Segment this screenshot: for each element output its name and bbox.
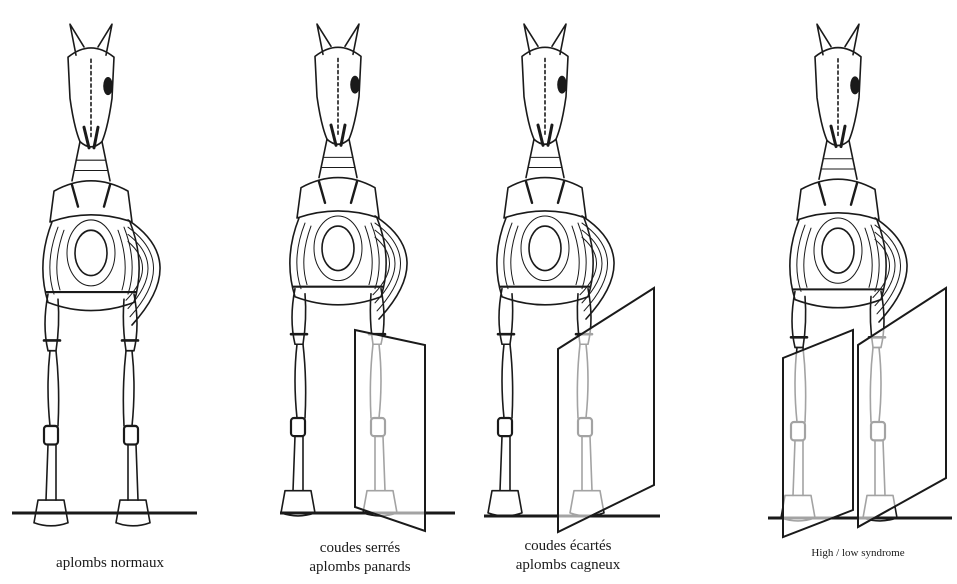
- caption-line: High / low syndrome: [768, 544, 948, 563]
- horse-coudes-serres-illustration: [280, 24, 455, 531]
- caption-aplombs-normaux: aplombs normaux: [20, 554, 200, 573]
- reference-plane-left-icon: [783, 330, 853, 537]
- caption-coudes-ecartes: coudes écartés aplombs cagneux: [478, 537, 658, 575]
- horse-normal-illustration: [12, 24, 197, 526]
- horse-coudes-ecartes-illustration: [484, 24, 660, 532]
- caption-line-1: coudes écartés: [478, 537, 658, 556]
- caption-line-2: aplombs cagneux: [478, 556, 658, 575]
- horse-high-low-illustration: [768, 24, 952, 537]
- caption-coudes-serres: coudes serrés aplombs panards: [270, 539, 450, 577]
- caption-line: aplombs normaux: [20, 554, 200, 573]
- caption-line-2: aplombs panards: [270, 558, 450, 577]
- reference-plane-icon: [355, 330, 425, 531]
- caption-high-low-syndrome: High / low syndrome: [768, 544, 948, 563]
- caption-line-1: coudes serrés: [270, 539, 450, 558]
- reference-plane-icon: [558, 288, 654, 532]
